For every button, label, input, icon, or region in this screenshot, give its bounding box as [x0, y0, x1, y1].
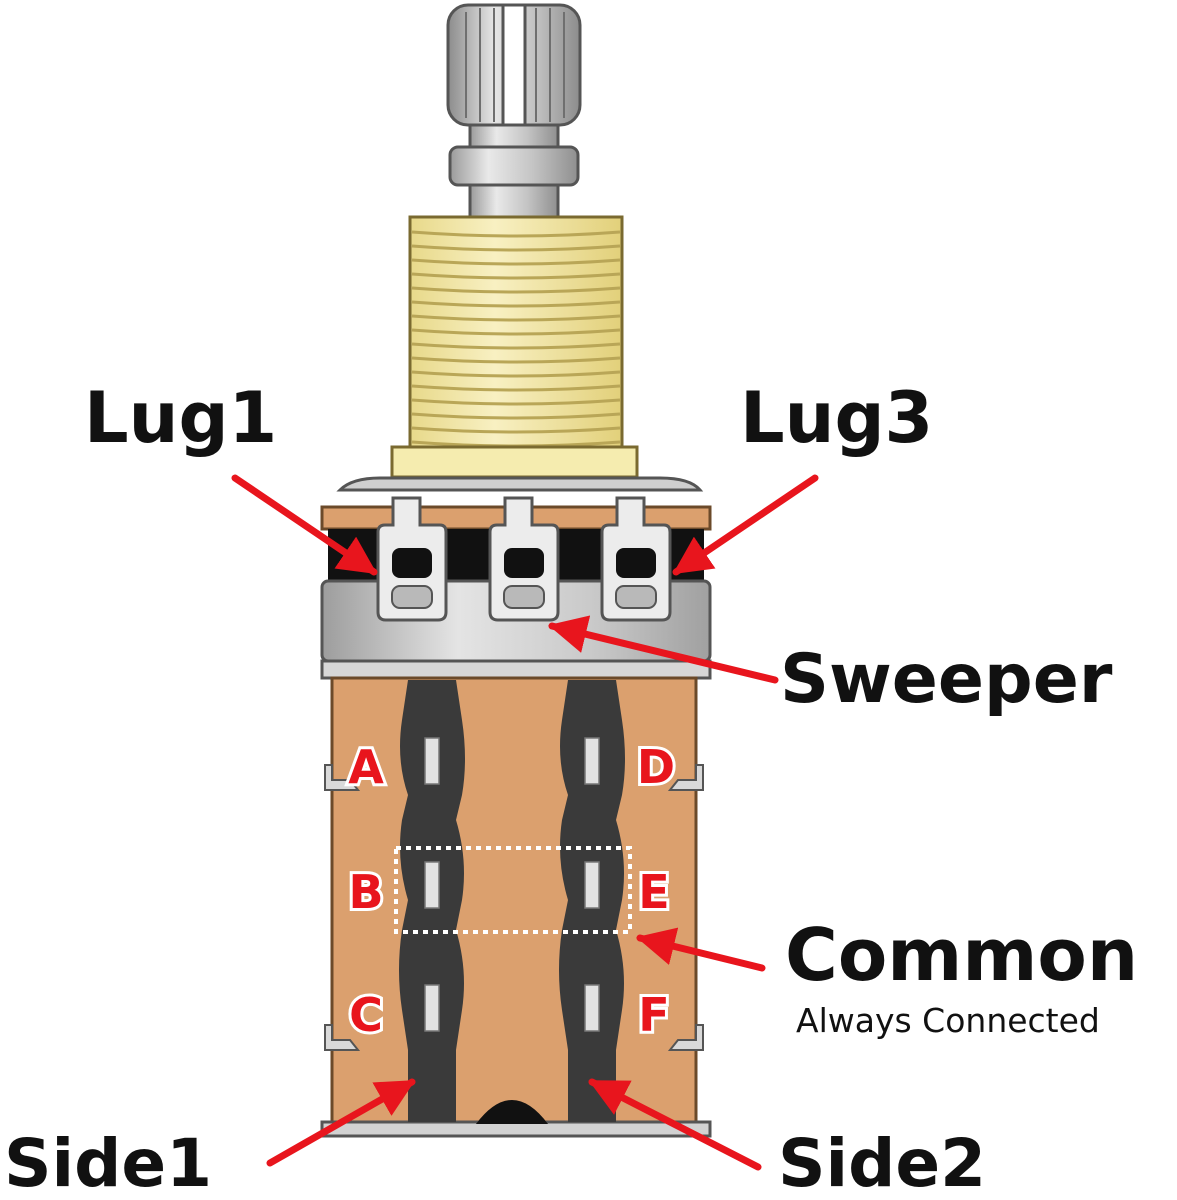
label-side2: Side2 — [778, 1125, 986, 1200]
terminal-label-f: F — [638, 988, 669, 1042]
thread-line — [411, 314, 621, 322]
arrow-side1 — [266, 1078, 416, 1167]
common-terminals-highlight — [394, 846, 632, 934]
thread-line — [411, 272, 621, 280]
knurled-shaft — [446, 3, 582, 219]
contact-strip-side1 — [399, 680, 465, 1122]
thread-line — [411, 244, 621, 252]
label-common: Common — [785, 913, 1138, 997]
label-side1: Side1 — [4, 1125, 212, 1200]
terminal-label-a: A — [348, 740, 384, 794]
arrow-lug1 — [231, 474, 378, 576]
label-sweeper: Sweeper — [780, 640, 1113, 719]
thread-line — [411, 370, 621, 378]
label-lug1: Lug1 — [84, 377, 277, 459]
threaded-bushing — [390, 215, 639, 479]
terminal-label-d: D — [637, 740, 675, 794]
arrow-side2 — [588, 1078, 762, 1171]
terminal-label-c: C — [349, 988, 383, 1042]
arrow-common — [636, 927, 766, 972]
thread-line — [411, 300, 621, 308]
arrow-lug3 — [672, 474, 819, 576]
contact-strip-side2 — [559, 680, 625, 1122]
terminal-label-b: B — [348, 865, 383, 919]
switch-body — [320, 676, 712, 1138]
label-lug3: Lug3 — [740, 377, 933, 459]
thread-line — [411, 356, 621, 364]
thread-line — [411, 258, 621, 266]
thread-line — [411, 398, 621, 406]
thread-line — [411, 384, 621, 392]
thread-line — [411, 426, 621, 434]
thread-line — [411, 342, 621, 350]
thread-line — [411, 286, 621, 294]
thread-line — [411, 230, 621, 238]
thread-line — [411, 412, 621, 420]
arrow-sweeper — [548, 615, 779, 684]
lug-1 — [376, 496, 448, 622]
terminal-label-e: E — [638, 865, 669, 919]
lug-3 — [600, 496, 672, 622]
thread-line — [411, 328, 621, 336]
label-common-note: Always Connected — [796, 1001, 1100, 1040]
